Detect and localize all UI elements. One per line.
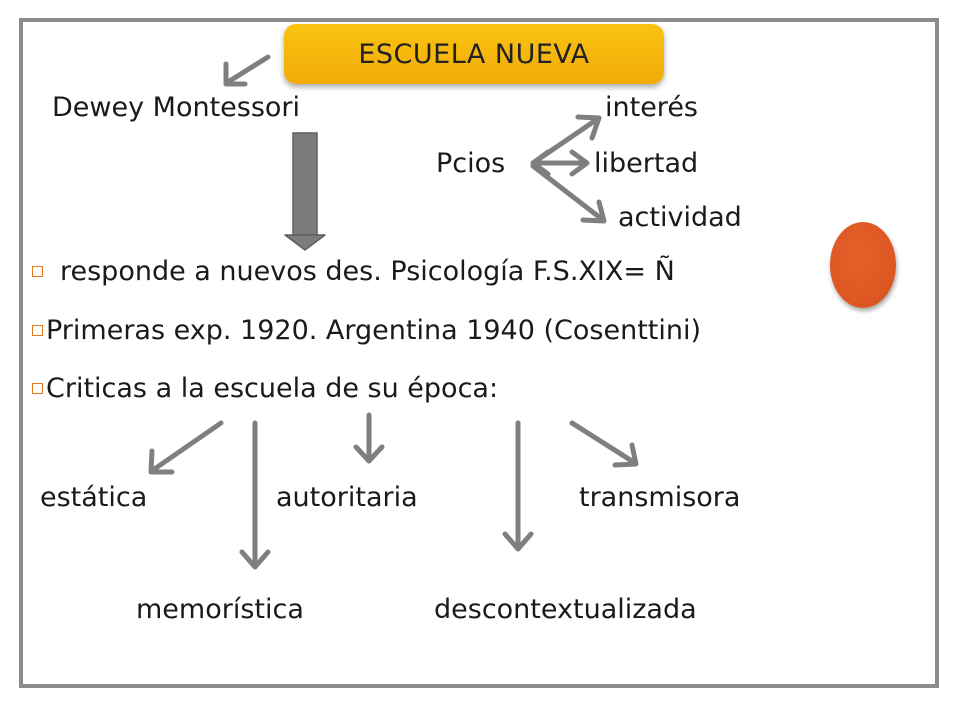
bullet-text-3: Criticas a la escuela de su época:	[46, 373, 499, 404]
arrow-to-memoristica	[239, 420, 271, 570]
slide-title: ESCUELA NUEVA	[358, 38, 590, 70]
decorative-oval	[830, 222, 896, 308]
arrow-pcios-to-libertad	[530, 149, 590, 177]
arrow-to-transmisora	[569, 420, 639, 468]
arrow-to-estatica	[148, 420, 224, 475]
bullet-square-icon	[32, 383, 43, 394]
bullet-square-icon	[32, 325, 43, 336]
criticism-estatica: estática	[40, 482, 148, 513]
arrow-title-to-authors	[223, 54, 271, 87]
principle-libertad: libertad	[594, 148, 699, 179]
bullet-square-icon	[32, 266, 43, 277]
slide-frame	[19, 18, 939, 688]
criticism-autoritaria: autoritaria	[276, 482, 418, 513]
criticism-descontextualizada: descontextualizada	[434, 594, 697, 625]
thick-down-arrow	[284, 132, 326, 251]
principle-actividad: actividad	[618, 202, 742, 233]
principle-interes: interés	[605, 92, 698, 123]
title-box: ESCUELA NUEVA	[284, 24, 664, 84]
principles-label: Pcios	[436, 148, 506, 179]
bullet-item-2: Primeras exp. 1920. Argentina 1940 (Cose…	[32, 317, 701, 344]
bullet-text-1: responde a nuevos des. Psicología F.S.XI…	[60, 256, 675, 287]
criticism-transmisora: transmisora	[579, 482, 741, 513]
arrow-to-autoritaria	[353, 412, 385, 464]
bullet-item-3: Criticas a la escuela de su época:	[32, 375, 498, 402]
authors-label: Dewey Montessori	[52, 92, 301, 123]
bullet-item-1: responde a nuevos des. Psicología F.S.XI…	[32, 258, 675, 285]
criticism-memoristica: memorística	[136, 594, 304, 625]
arrow-to-descontextualizada	[502, 420, 534, 552]
bullet-text-2: Primeras exp. 1920. Argentina 1940 (Cose…	[46, 315, 702, 346]
arrow-pcios-to-actividad	[530, 163, 607, 224]
